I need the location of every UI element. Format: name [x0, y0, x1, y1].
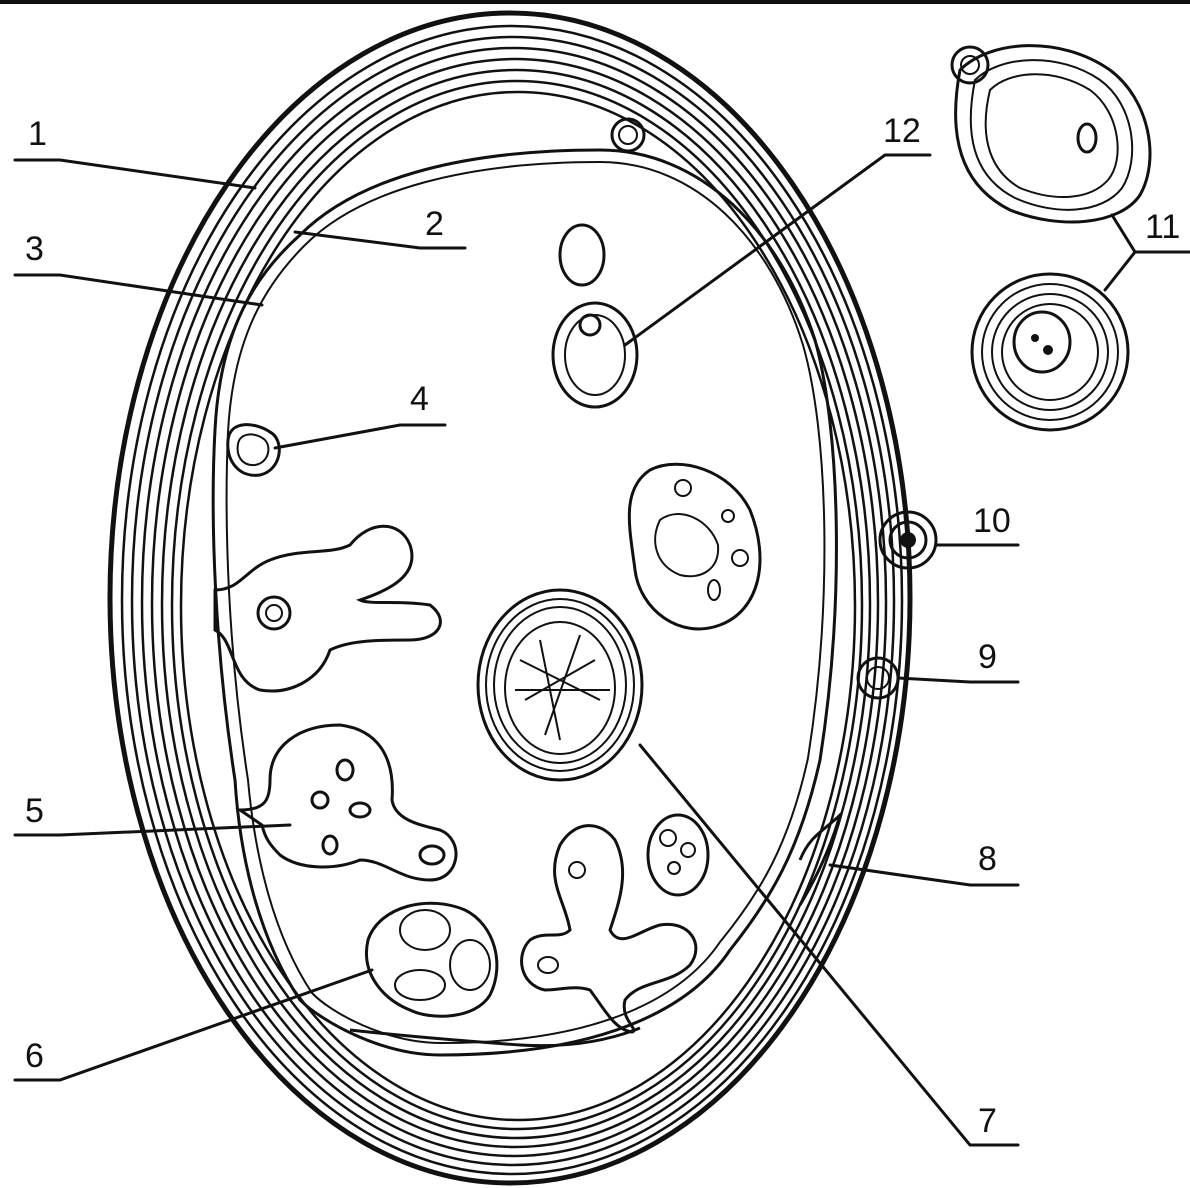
granular-body [648, 815, 708, 895]
leader-3 [15, 275, 262, 305]
label-6: 6 [25, 1037, 44, 1075]
budding-spore [553, 225, 637, 407]
golgi-like-body [629, 464, 760, 629]
leader-9 [898, 678, 1018, 682]
label-11: 11 [1145, 208, 1180, 246]
leader-1 [15, 160, 255, 188]
leader-4 [275, 425, 445, 448]
label-9: 9 [978, 638, 997, 676]
leader-11b [1105, 252, 1135, 290]
label-1: 1 [28, 115, 47, 153]
spore-cell-upper [952, 46, 1150, 222]
mitochondrion-cristae [258, 597, 290, 629]
label-10: 10 [973, 502, 1011, 540]
label-3: 3 [25, 230, 44, 268]
label-12: 12 [883, 112, 921, 150]
membrane-invagination-bottom [240, 725, 456, 880]
lomasome-body [522, 826, 696, 1032]
label-2: 2 [425, 205, 444, 243]
label-7: 7 [978, 1102, 997, 1140]
nucleus [478, 590, 642, 780]
plasma-membrane [213, 150, 836, 1055]
label-8: 8 [978, 840, 997, 878]
wall-pore-9 [858, 658, 898, 698]
plasmalemma-vesicle [228, 425, 279, 476]
lipid-granules-vacuole [366, 903, 496, 1016]
leader-6 [15, 970, 372, 1080]
label-4: 4 [410, 380, 429, 418]
membrane-invagination-top [215, 526, 440, 691]
label-5: 5 [25, 792, 44, 830]
wall-vesicle-top [612, 119, 644, 151]
spore-cell-lower [972, 274, 1128, 430]
mitochondrion [312, 760, 444, 864]
leader-12 [625, 155, 930, 345]
